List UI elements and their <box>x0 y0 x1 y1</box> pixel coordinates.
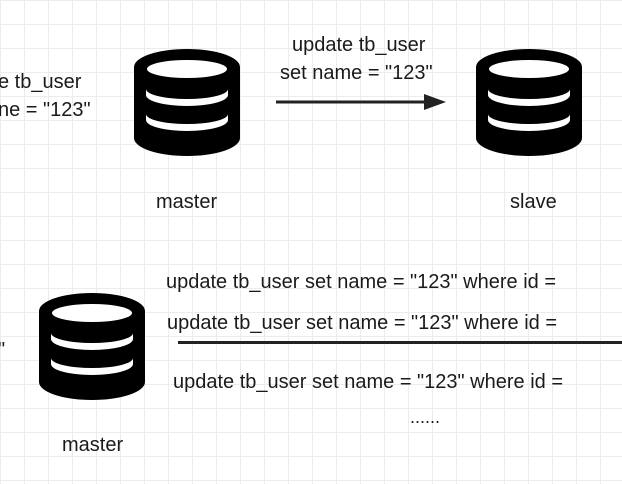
left-quote-fragment: " <box>0 338 5 362</box>
arrow-label-line-2: set name = "123" <box>280 62 433 84</box>
sql-statement-1: update tb_user set name = "123" where id… <box>166 271 557 293</box>
sql-statement-3: update tb_user set name = "123" where id… <box>173 371 564 393</box>
slave-label: slave <box>510 191 557 213</box>
ellipsis: ...... <box>410 407 441 427</box>
replication-arrow <box>276 94 446 110</box>
left-sql-line-2: ne = "123" <box>0 99 91 121</box>
master-database-icon <box>134 49 240 156</box>
master-database-icon-bottom <box>39 293 145 400</box>
arrow-label-line-1: update tb_user <box>292 34 426 56</box>
master-label-bottom: master <box>62 434 124 456</box>
slave-database-icon <box>476 49 582 156</box>
left-sql-line-1: e tb_user <box>0 71 82 93</box>
binlog-transfer-line <box>178 341 622 344</box>
master-label: master <box>156 191 218 213</box>
sql-statement-2: update tb_user set name = "123" where id… <box>167 312 558 334</box>
